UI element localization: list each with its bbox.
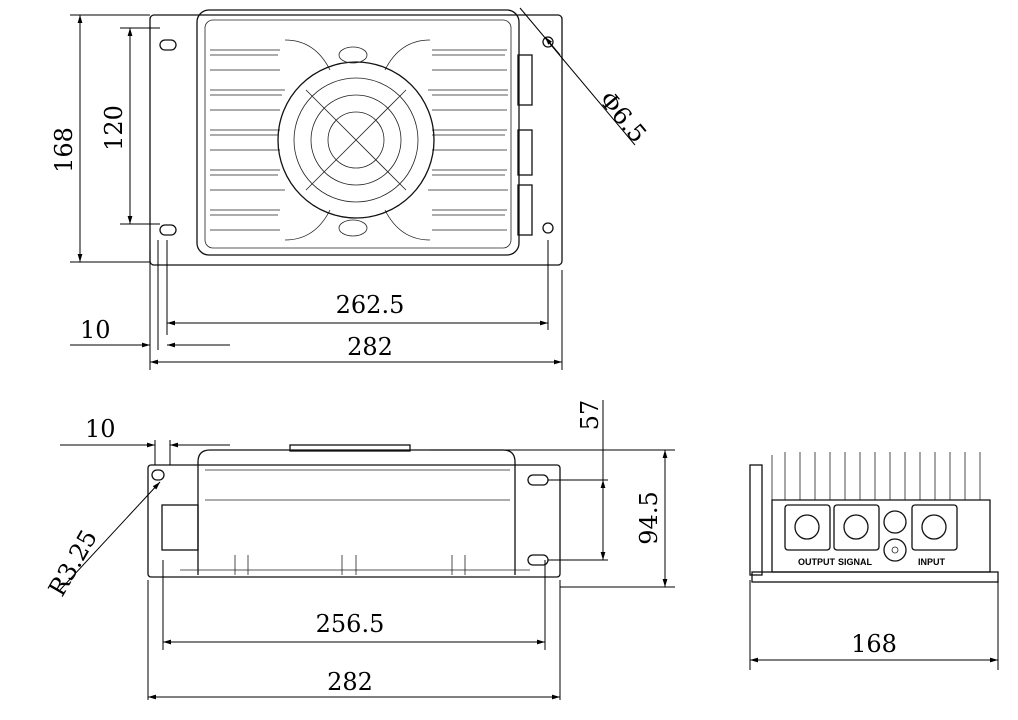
port-label-input: INPUT [918,557,946,567]
dim-side-10: 10 [85,415,116,443]
housing [196,9,520,256]
dim-top-10: 10 [80,316,111,344]
fan [277,46,435,237]
connectors [517,54,533,236]
side-view: 10 R3.25 57 94.5 256.5 282 [43,400,675,700]
side-plate [147,464,561,578]
mounting-plate [149,14,563,266]
top-view: 168 120 262.5 282 10 Φ6.5 [50,7,652,370]
dim-side-256-5: 256.5 [316,610,385,638]
dim-top-120: 120 [100,105,128,151]
dim-slot-radius: R3.25 [43,525,103,601]
port-label-signal: SIGNAL [838,557,873,567]
port-label-output: OUTPUT [798,557,836,567]
dim-top-168: 168 [50,127,78,173]
dim-hole-diameter: Φ6.5 [593,86,652,148]
dim-side-282: 282 [327,668,373,696]
dim-end-168: 168 [851,630,897,658]
cooling-fins [210,39,508,241]
side-connector [161,504,199,551]
dim-side-94-5: 94.5 [635,491,663,544]
dim-top-262-5: 262.5 [336,291,405,319]
end-view: OUTPUT SIGNAL INPUT 168 [749,452,999,670]
mounting-holes [159,36,554,236]
dim-side-57: 57 [576,400,604,431]
dim-top-282: 282 [347,333,393,361]
